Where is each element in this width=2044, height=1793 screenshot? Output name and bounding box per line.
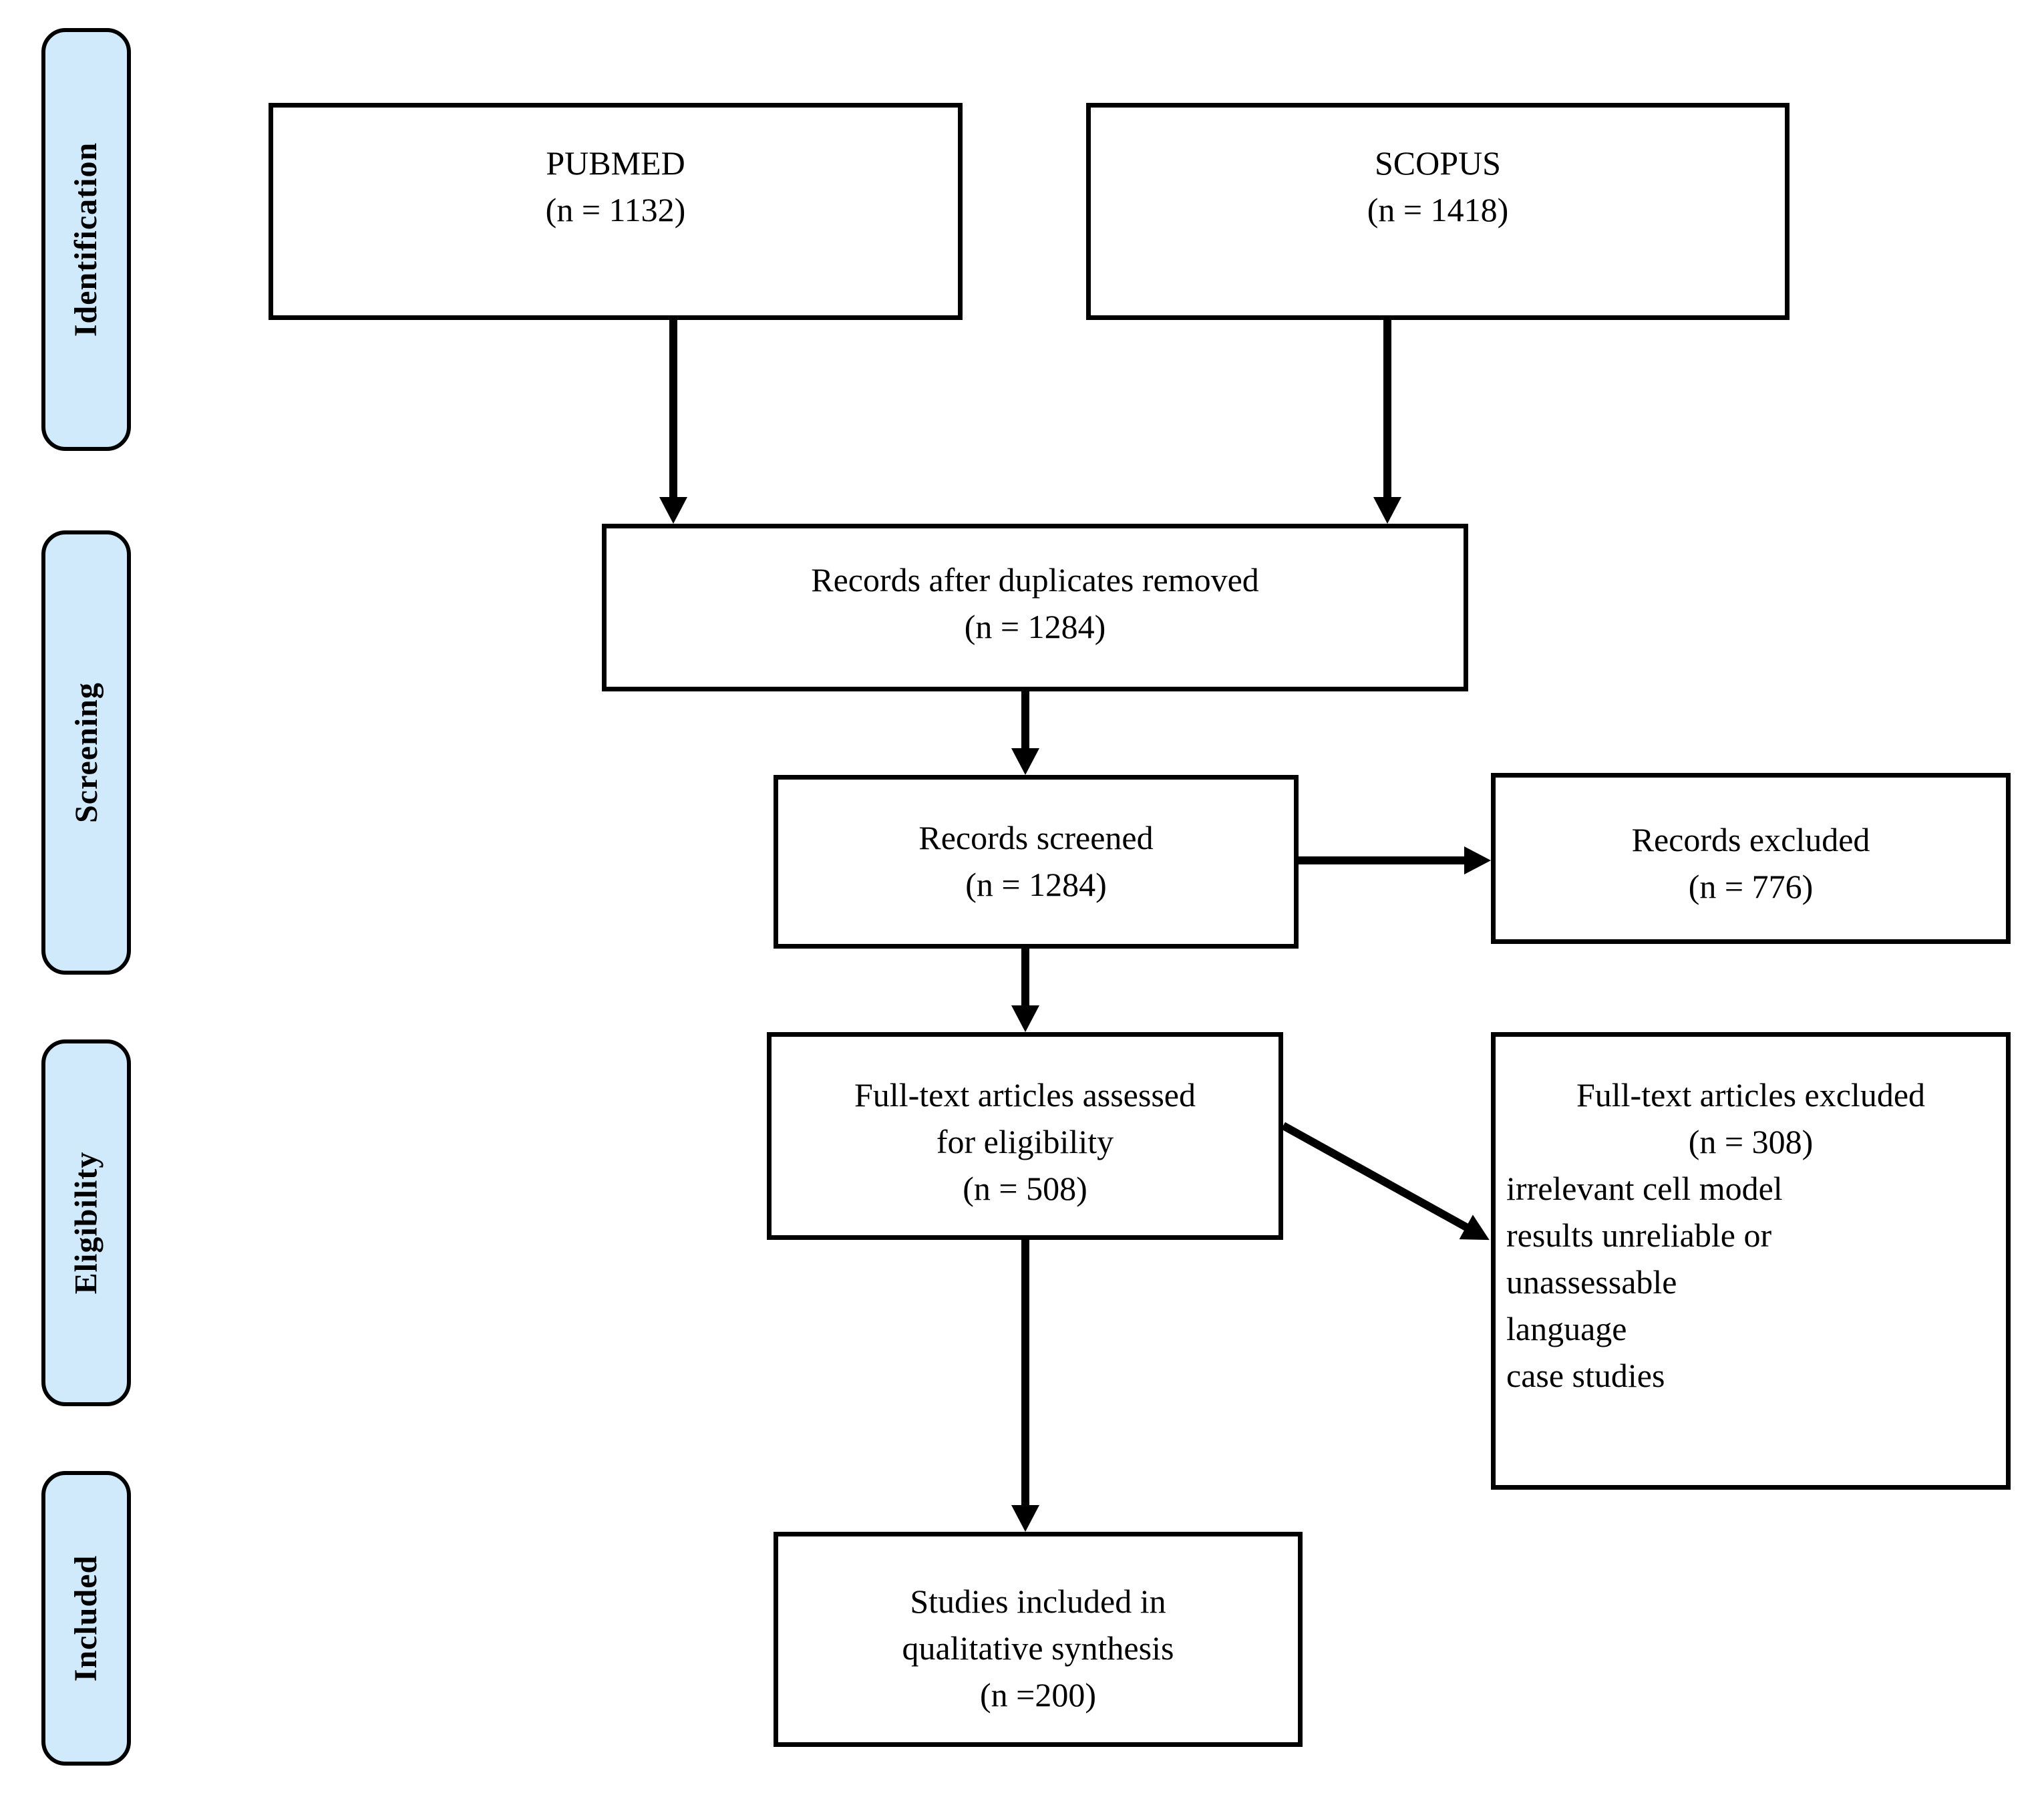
box-duplicates-count: (n = 1284)	[964, 608, 1106, 645]
box-assessed-count: (n = 508)	[963, 1170, 1087, 1207]
box-fulltext-excluded-reasons: irrelevant cell model results unreliable…	[1496, 1165, 2006, 1399]
box-scopus-count: (n = 1418)	[1367, 191, 1509, 228]
stage-included: Included	[41, 1471, 131, 1766]
arrow-screened-to-records-excluded	[1299, 846, 1491, 874]
stage-screening-label: Screening	[68, 682, 104, 823]
box-records-excluded: Records excluded (n = 776)	[1491, 773, 2011, 944]
box-assessed-title-2: for eligibility	[936, 1123, 1114, 1160]
box-records-excluded-title: Records excluded	[1631, 821, 1870, 858]
box-screened-count: (n = 1284)	[965, 866, 1107, 903]
arrowhead-right-icon	[1464, 846, 1491, 874]
exclusion-reason: unassessable	[1506, 1263, 1677, 1301]
box-pubmed-title: PUBMED	[546, 144, 685, 182]
stage-eligibility-label: Eligibility	[68, 1151, 104, 1295]
arrowhead-down-icon	[1011, 1005, 1039, 1032]
box-scopus-title: SCOPUS	[1375, 144, 1501, 182]
arrow-screened-to-assessed	[1011, 949, 1039, 1032]
exclusion-reason: irrelevant cell model	[1506, 1170, 1783, 1207]
box-included-title-2: qualitative synthesis	[902, 1629, 1174, 1667]
stage-screening: Screening	[41, 530, 131, 975]
box-fulltext-excluded: Full-text articles excluded (n = 308) ir…	[1491, 1032, 2011, 1490]
stage-identification-label: Identification	[68, 142, 104, 337]
exclusion-reason: language	[1506, 1310, 1627, 1347]
arrow-duplicates-to-screened	[1011, 691, 1039, 775]
box-fulltext-assessed: Full-text articles assessed for eligibil…	[767, 1032, 1283, 1240]
stage-identification: Identification	[41, 28, 131, 451]
box-included-count: (n =200)	[980, 1676, 1096, 1714]
exclusion-reason: results unreliable or	[1506, 1216, 1772, 1254]
arrow-scopus-to-duplicates	[1373, 320, 1401, 524]
box-studies-included: Studies included in qualitative synthesi…	[774, 1532, 1303, 1747]
box-pubmed-source: PUBMED (n = 1132)	[269, 103, 963, 320]
arrow-assessed-to-studies-included	[1011, 1240, 1039, 1532]
arrow-assessed-to-fulltext-excluded	[1281, 1122, 1496, 1253]
stage-eligibility: Eligibility	[41, 1039, 131, 1406]
box-pubmed-count: (n = 1132)	[545, 191, 686, 228]
box-duplicates-title: Records after duplicates removed	[811, 561, 1259, 599]
box-fulltext-excluded-count: (n = 308)	[1688, 1123, 1814, 1160]
exclusion-reason: case studies	[1506, 1357, 1665, 1394]
box-records-excluded-count: (n = 776)	[1688, 868, 1814, 905]
arrowhead-down-icon	[1011, 748, 1039, 775]
box-records-screened: Records screened (n = 1284)	[774, 775, 1299, 949]
arrowhead-down-icon	[659, 497, 687, 524]
box-scopus-source: SCOPUS (n = 1418)	[1086, 103, 1790, 320]
box-fulltext-excluded-title: Full-text articles excluded	[1576, 1076, 1926, 1114]
box-assessed-title-1: Full-text articles assessed	[854, 1076, 1196, 1114]
box-records-after-duplicates-removed: Records after duplicates removed (n = 12…	[602, 524, 1468, 691]
box-included-title-1: Studies included in	[910, 1583, 1166, 1620]
arrowhead-down-icon	[1011, 1505, 1039, 1532]
stage-included-label: Included	[68, 1555, 104, 1682]
box-screened-title: Records screened	[918, 819, 1154, 856]
arrow-pubmed-to-duplicates	[659, 320, 687, 524]
box-fulltext-excluded-header: Full-text articles excluded (n = 308)	[1496, 1072, 2006, 1165]
arrowhead-down-icon	[1373, 497, 1401, 524]
